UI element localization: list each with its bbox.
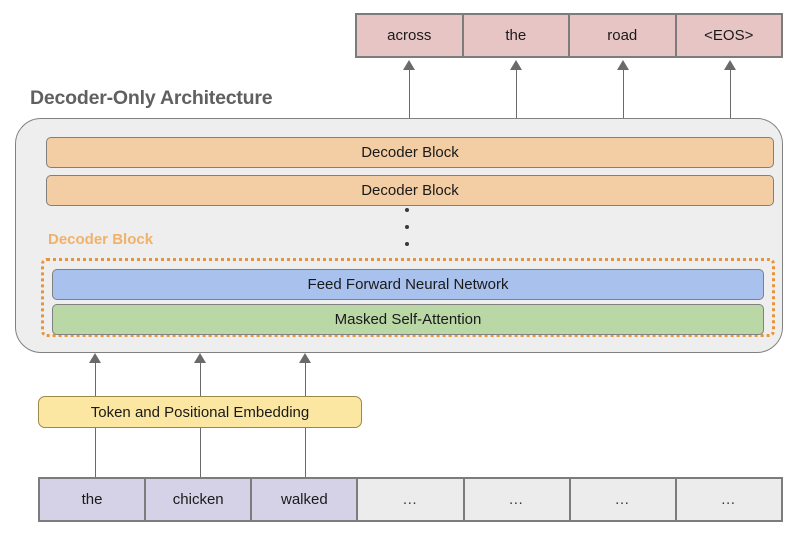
expanded-decoder-block-outline	[41, 258, 775, 337]
output-token-cell: across	[355, 13, 464, 58]
output-token-cell: road	[568, 13, 677, 58]
decoder-block-bar: Decoder Block	[46, 175, 774, 206]
output-arrow-4	[724, 60, 737, 118]
output-arrow-1	[403, 60, 416, 118]
input-token-row: the chicken walked … … … …	[38, 477, 783, 522]
masked-self-attention-layer: Masked Self-Attention	[52, 304, 764, 335]
output-token-cell: the	[461, 13, 570, 58]
input-connector-2	[199, 428, 202, 477]
embedding-box: Token and Positional Embedding	[38, 396, 362, 428]
output-token-cell: <EOS>	[674, 13, 783, 58]
input-connector-3	[304, 428, 307, 477]
embedding-arrow-2	[194, 353, 207, 396]
padding-token-cell: …	[462, 477, 571, 522]
input-token-cell: chicken	[144, 477, 253, 522]
decoder-block-bar: Decoder Block	[46, 137, 774, 168]
embedding-arrow-3	[299, 353, 312, 396]
input-token-cell: the	[38, 477, 147, 522]
padding-token-cell: …	[356, 477, 465, 522]
input-token-cell: walked	[250, 477, 359, 522]
padding-token-cell: …	[674, 477, 783, 522]
padding-token-cell: …	[568, 477, 677, 522]
input-connector-1	[94, 428, 97, 477]
expanded-decoder-block-label: Decoder Block	[48, 231, 154, 248]
page-title: Decoder-Only Architecture	[30, 87, 273, 109]
output-arrow-2	[510, 60, 523, 118]
output-token-row: across the road <EOS>	[355, 13, 783, 58]
feed-forward-layer: Feed Forward Neural Network	[52, 269, 764, 300]
vertical-ellipsis-icon	[402, 208, 412, 246]
embedding-arrow-1	[89, 353, 102, 396]
output-arrow-3	[617, 60, 630, 118]
